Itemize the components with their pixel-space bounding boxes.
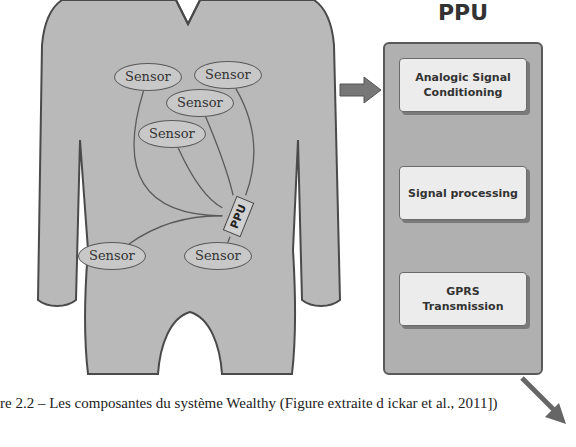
sensor-wire (129, 216, 222, 244)
sensor-ellipse: Sensor (114, 63, 182, 91)
node-label: Sensor (125, 69, 171, 84)
figure-caption: re 2.2 – Les composantes du système Weal… (0, 392, 574, 414)
output-arrow-shaft (522, 378, 556, 412)
node-label: Sensor (149, 126, 195, 141)
sensor-ellipse: Sensor (78, 242, 146, 270)
process-box: Signal processing (399, 166, 527, 220)
output-arrow-head (545, 403, 566, 424)
node-label: Analogic Signal Conditioning (406, 70, 520, 100)
process-box: GPRS Transmission (399, 272, 527, 326)
node-label: GPRS Transmission (406, 284, 520, 314)
collar-line (176, 0, 200, 24)
node-label: Sensor (177, 95, 223, 110)
sensor-wire (134, 91, 222, 216)
process-box: Analogic Signal Conditioning (399, 58, 527, 112)
sensor-wire (178, 148, 222, 208)
sensor-ellipse: Sensor (166, 89, 234, 117)
sensor-wire (236, 89, 254, 196)
ppu-panel: PPUAnalogic Signal ConditioningSignal pr… (383, 42, 543, 375)
node-label: Signal processing (408, 186, 518, 201)
sensor-wire (206, 117, 233, 195)
body-silhouette (38, 0, 340, 374)
sensor-ellipse: Sensor (194, 61, 262, 89)
input-arrow (340, 77, 381, 103)
sensor-ellipse: Sensor (184, 242, 252, 270)
node-label: Sensor (195, 248, 241, 263)
node-label: Sensor (89, 248, 135, 263)
panel-title: PPU (385, 0, 541, 25)
node-label: Sensor (205, 67, 251, 82)
sensor-ellipse: Sensor (138, 120, 206, 148)
